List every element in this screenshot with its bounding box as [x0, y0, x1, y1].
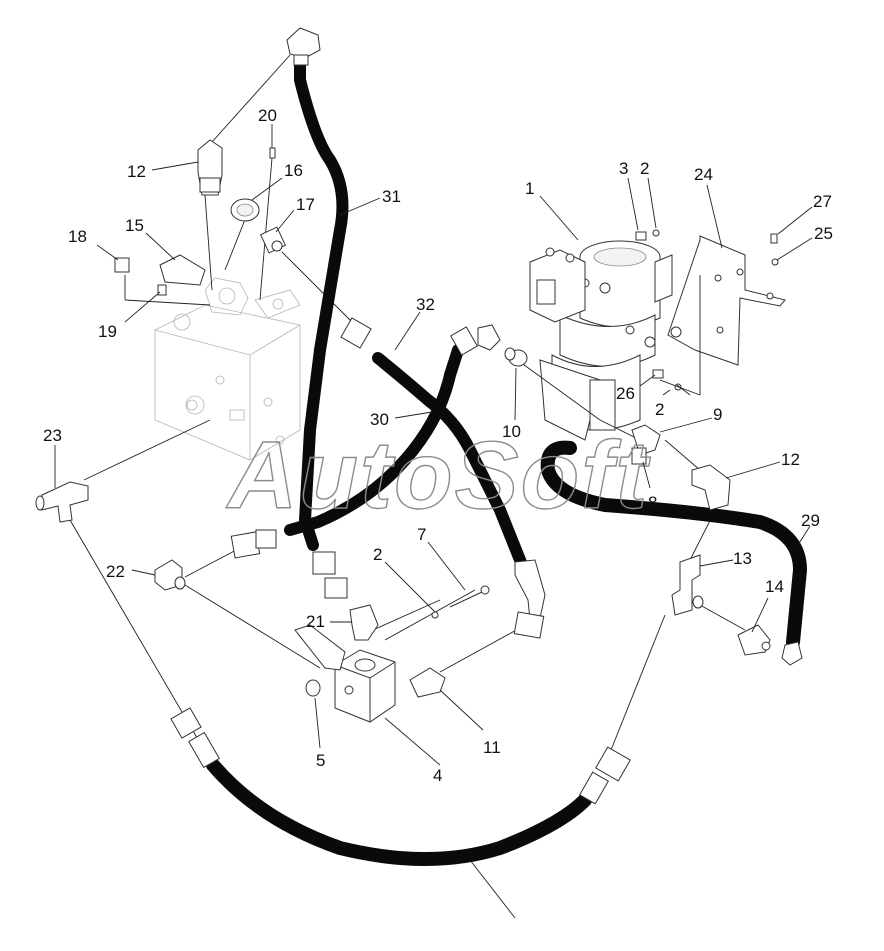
callout-32: 32 [416, 295, 435, 314]
callout-2: 2 [655, 400, 664, 419]
callout-12: 12 [781, 450, 800, 469]
callout-9: 9 [713, 405, 722, 424]
callout-labels: 1 2 2 2 3 4 5 7 8 9 10 11 12 12 13 14 15 [43, 106, 833, 785]
callout-14: 14 [765, 577, 784, 596]
hose-29 [540, 440, 807, 649]
callout-27: 27 [813, 192, 832, 211]
callout-5: 5 [316, 751, 325, 770]
callout-15: 15 [125, 216, 144, 235]
leader-lines [69, 54, 746, 919]
hose-32 [372, 352, 528, 571]
callout-2: 2 [640, 159, 649, 178]
callout-13: 13 [733, 549, 752, 568]
callout-21: 21 [306, 612, 325, 631]
callout-16: 16 [284, 161, 303, 180]
hose-31 [294, 54, 349, 551]
callout-20: 20 [258, 106, 277, 125]
callout-12: 12 [127, 162, 146, 181]
callout-2: 2 [373, 545, 382, 564]
callout-22: 22 [106, 562, 125, 581]
callout-11: 11 [483, 738, 501, 757]
callout-31: 31 [382, 187, 401, 206]
callout-30: 30 [370, 410, 389, 429]
pump-motor-unit [529, 240, 673, 441]
hoses [206, 54, 807, 866]
fittings [35, 27, 803, 805]
callout-8: 8 [648, 493, 657, 512]
callout-18: 18 [68, 227, 87, 246]
callout-1: 1 [525, 179, 534, 198]
callout-23: 23 [43, 426, 62, 445]
callout-4: 4 [433, 766, 442, 785]
callout-29: 29 [801, 511, 820, 530]
callout-7: 7 [417, 525, 426, 544]
watermark-text: AutoSoft [226, 422, 651, 529]
hose-lower [206, 758, 592, 866]
callout-19: 19 [98, 322, 117, 341]
fasteners [635, 229, 779, 391]
callout-10: 10 [502, 422, 521, 441]
valve-block-unit [154, 277, 301, 461]
hose-30 [284, 344, 464, 536]
mounting-bracket [667, 235, 786, 366]
callout-24: 24 [694, 165, 713, 184]
callout-25: 25 [814, 224, 833, 243]
callout-17: 17 [296, 195, 315, 214]
callout-3: 3 [619, 159, 628, 178]
callout-26: 26 [616, 384, 635, 403]
